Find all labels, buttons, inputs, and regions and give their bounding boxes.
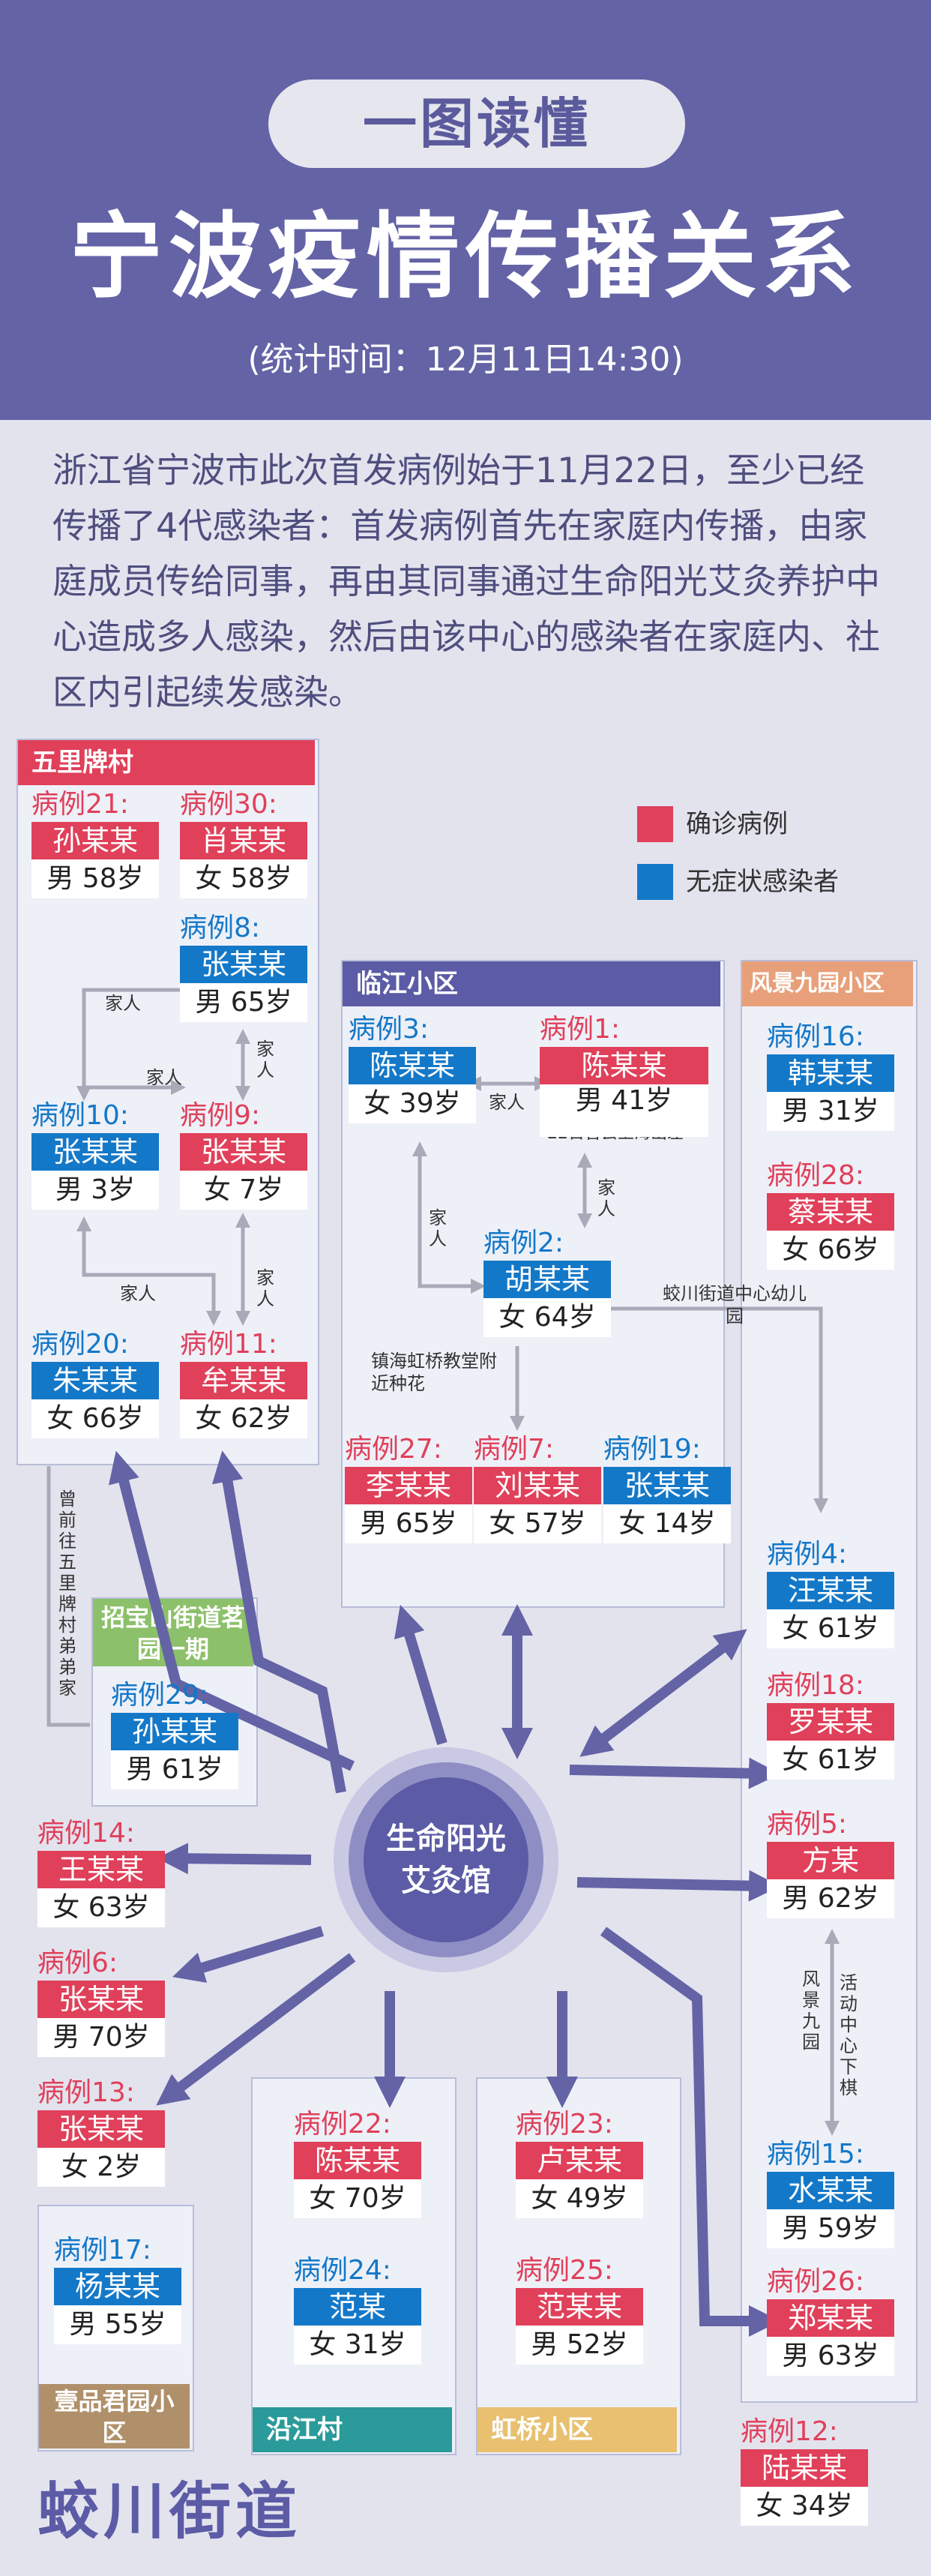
link-8-10 (76, 988, 180, 1101)
note-fengjing: 风景九园 (802, 1969, 820, 2053)
case-17: 病例17: 杨某某 男 55岁 (54, 2233, 181, 2344)
intro-text: 浙江省宁波市此次首发病例始于11月22日，至少已经传播了4代感染者：首发病例首先… (52, 450, 880, 712)
note-family-8-9: 家人 (256, 1039, 274, 1081)
hub-to-27 (394, 1604, 448, 1746)
case-3: 病例3: 陈某某 女 39岁 (349, 1012, 476, 1123)
case-14: 病例14: 王某某 女 63岁 (37, 1816, 165, 1927)
case-29: 病例29: 孙某某 男 61岁 (111, 1678, 238, 1789)
case-4: 病例4: 汪某某 女 61岁 (767, 1537, 894, 1648)
case-28: 病例28: 蔡某某 女 66岁 (767, 1159, 894, 1270)
legend-asymptomatic-label: 无症状感染者 (686, 867, 839, 897)
case-13: 病例13: 张某某 女 2岁 (37, 2076, 165, 2187)
note-family-3-1: 家人 (489, 1092, 525, 1113)
hub-to-4 (579, 1629, 747, 1757)
note-kindergarten: 蛟川街道中心幼儿园 (663, 1283, 807, 1327)
stat-time: (统计时间：12月11日14:30) (247, 340, 684, 379)
case-23: 病例23: 卢某某 女 49岁 (516, 2107, 643, 2218)
case-1: 病例1: 陈某某 男 41岁 (540, 1012, 708, 1137)
note-family-8-10: 家人 (105, 993, 141, 1014)
hub-to-20 (108, 1450, 355, 1771)
case-5: 病例5: 方某 男 62岁 (767, 1807, 894, 1918)
note-family-1-2: 家人 (597, 1177, 615, 1219)
hub-to-6 (172, 1926, 325, 1983)
region-label-fengjing: 风景九园小区 (742, 961, 913, 1006)
case-10: 病例10: 张某某 男 3岁 (31, 1099, 159, 1210)
note-visit-wuli: 曾前往五里牌村弟弟家 (58, 1489, 76, 1699)
case-8: 病例8: 张某某 男 65岁 (180, 911, 307, 1022)
note-family-10-9: 家人 (146, 1067, 182, 1088)
footer-title: 蛟川街道 (37, 2476, 302, 2548)
case-2: 病例2: 胡某某 女 64岁 (483, 1226, 611, 1337)
link-3-2 (412, 1141, 486, 1294)
case-11: 病例11: 牟某某 女 62岁 (180, 1327, 307, 1438)
legend-confirmed-label: 确诊病例 (686, 809, 788, 839)
case-22: 病例22: 陈某某 女 70岁 (294, 2107, 421, 2218)
case-15: 病例15: 水某某 男 59岁 (767, 2137, 894, 2248)
case-24: 病例24: 范某 女 31岁 (294, 2254, 421, 2365)
region-hongqiao: 虹桥小区 (476, 2077, 681, 2455)
case-19: 病例19: 张某某 女 14岁 (603, 1432, 731, 1543)
case-16: 病例16: 韩某某 男 31岁 (767, 1020, 894, 1131)
hub-to-11 (211, 1450, 346, 1794)
region-label-yipin: 壹品君园小区 (39, 2384, 190, 2449)
hub-to-18 (569, 1757, 780, 1789)
region-label-hongqiao: 虹桥小区 (477, 2407, 677, 2452)
hub-label: 生命阳光艾灸馆 (386, 1822, 506, 1898)
case-7: 病例7: 刘某某 女 57岁 (474, 1432, 601, 1543)
note-activity: 活动中心下棋 (840, 1972, 858, 2098)
hub-to-13 (156, 1953, 356, 2106)
region-yanjiang: 沿江村 (251, 2077, 457, 2455)
legend-asymptomatic-swatch (637, 864, 673, 900)
case-20: 病例20: 朱某某 女 66岁 (31, 1327, 159, 1438)
case-21: 病例21: 孙某某 男 58岁 (31, 787, 159, 898)
region-label-zhaobao: 招宝山街道茗园一期 (93, 1599, 253, 1666)
page-title: 宁波疫情传播关系 (69, 203, 861, 311)
link-10-11 (76, 1216, 221, 1326)
case-9: 病例9: 张某某 女 7岁 (180, 1099, 307, 1210)
note-family-3-2: 家人 (429, 1207, 447, 1249)
region-label-linjiang: 临江小区 (343, 961, 720, 1006)
case-27: 病例27: 李某某 男 65岁 (345, 1432, 472, 1543)
header-banner: 一图读懂 宁波疫情传播关系 (统计时间：12月11日14:30) (0, 0, 931, 420)
note-family-9-11: 家人 (256, 1267, 274, 1309)
note-church: 镇海虹桥教堂附近种花 (371, 1351, 497, 1394)
case-12: 病例12: 陆某某 女 34岁 (741, 2415, 868, 2526)
case-26: 病例26: 郑某某 男 63岁 (767, 2265, 894, 2376)
hub-to-5 (576, 1870, 780, 1902)
link-20-29 (46, 1466, 90, 1727)
region-label-wuli: 五里牌村 (18, 740, 315, 785)
hub-center: 生命阳光艾灸馆 (364, 1777, 528, 1942)
link-2-4 (611, 1306, 828, 1513)
case-6: 病例6: 张某某 男 70岁 (37, 1946, 165, 2057)
case-18: 病例18: 罗某某 女 61岁 (767, 1669, 894, 1780)
hub-to-26 (600, 1927, 780, 2337)
case-25: 病例25: 范某某 男 52岁 (516, 2254, 643, 2365)
region-label-yanjiang: 沿江村 (253, 2407, 452, 2452)
header-badge: 一图读懂 (268, 79, 685, 168)
note-family-10-11: 家人 (120, 1283, 156, 1304)
case-30: 病例30: 肖某某 女 58岁 (180, 787, 307, 898)
hub-to-14 (157, 1843, 312, 1875)
legend-confirmed-swatch (637, 806, 673, 842)
